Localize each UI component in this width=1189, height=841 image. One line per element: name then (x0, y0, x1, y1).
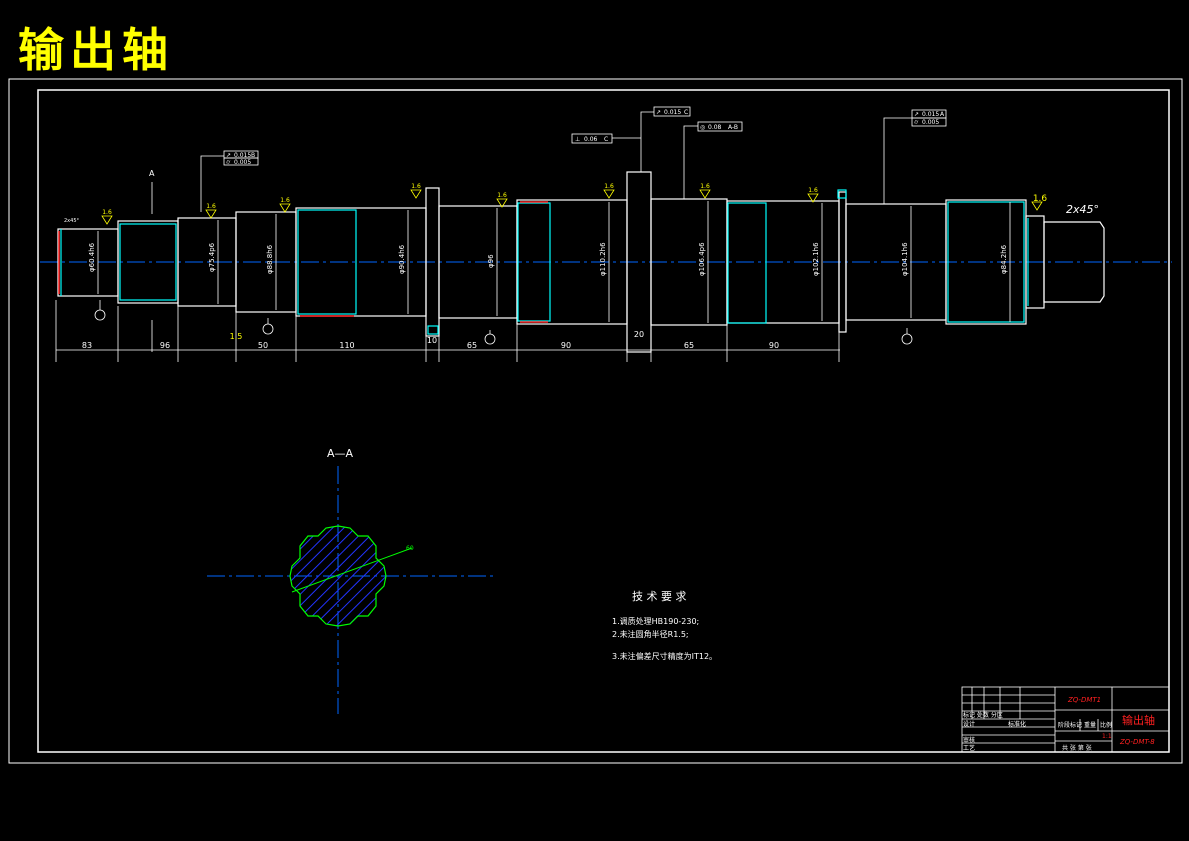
dia-label-3: φ88.8h6 (266, 244, 274, 274)
tol-symbol-4: ↗ (656, 109, 661, 116)
tb-stage: 阶段标记 (1058, 721, 1082, 729)
dia-label-2: φ75.4p6 (208, 242, 216, 272)
tol-value-3: 0.06 (584, 136, 598, 143)
len-label-11: 90 (769, 341, 779, 350)
roughness-6: 1.6 (604, 183, 614, 190)
dia-label-6: φ110.2h6 (599, 242, 607, 276)
roughness-5: 1.6 (497, 192, 507, 199)
tb-marks: 标记 处数 分区 (963, 711, 1003, 719)
tolerance-leaders (200, 106, 947, 212)
roughness-9: 1.6 (1033, 194, 1048, 204)
tol-symbol-6: ↗ (914, 111, 919, 118)
tech-item-3: 3.未注偏差尺寸精度为IT12。 (612, 651, 717, 661)
tb-checker: 审核 (963, 736, 975, 744)
tol-symbol-7: ⌭ (914, 119, 919, 126)
tol-datum-5: A-B (728, 124, 738, 131)
tol-value-5: 0.08 (708, 124, 722, 131)
section-leader-value: 60 (406, 545, 414, 552)
roughness-7: 1.6 (700, 183, 710, 190)
len-label-10: 65 (684, 341, 694, 350)
tol-value-7: 0.005 (922, 119, 939, 126)
chamfer-right-label: 2x45° (1066, 203, 1099, 216)
page-title: 输出轴 (18, 23, 174, 77)
red-details (58, 201, 548, 323)
tol-datum-6: A (940, 111, 945, 118)
tb-company: ZQ-DMT1 (1067, 696, 1101, 704)
tb-weight: 重量 (1084, 721, 1096, 729)
section-mark-top: A (149, 169, 155, 178)
dia-label-5: φ96 (487, 254, 495, 268)
roughness-2: 1.6 (206, 203, 216, 210)
tol-symbol-3: ⊥ (575, 136, 580, 143)
tb-process: 工艺 (963, 744, 975, 752)
tol-value-1: 0.015 (234, 152, 251, 159)
diameter-dimensions (97, 201, 1011, 323)
roughness-symbols (101, 189, 1043, 225)
tb-standard: 标准化 (1008, 720, 1026, 728)
len-label-3: 1.5 (230, 332, 243, 341)
dia-label-9: φ104.1h6 (901, 242, 909, 276)
dia-label-8: φ102.1h6 (812, 242, 820, 276)
tol-symbol-1: ↗ (226, 152, 231, 159)
shaft-outline (57, 171, 1105, 353)
len-label-2: 96 (160, 341, 170, 350)
section-leader (291, 547, 413, 593)
dia-label-7: φ106.4p6 (698, 242, 706, 276)
section-label: A—A (327, 447, 354, 460)
len-label-5: 110 (339, 341, 354, 350)
len-label-7: 65 (467, 341, 477, 350)
outer-border (8, 78, 1183, 764)
dia-label-10: φ84.2h6 (1000, 244, 1008, 274)
tol-value-4: 0.015 (664, 109, 681, 116)
title-block (961, 686, 1170, 753)
tb-part-name: 输出轴 (1122, 713, 1155, 727)
tol-symbol-5: ◎ (700, 124, 705, 131)
tol-symbol-2: ⌭ (226, 159, 231, 166)
tech-item-2: 2.未注圆角半径R1.5; (612, 629, 689, 639)
roughness-8: 1.6 (808, 187, 818, 194)
dia-label-1: φ60.4h6 (88, 242, 96, 272)
tol-value-6: 0.015 (922, 111, 939, 118)
tol-value-2: 0.005 (234, 159, 251, 166)
len-label-4: 50 (258, 341, 268, 350)
len-label-8: 90 (561, 341, 571, 350)
tol-datum-1: B (251, 152, 255, 159)
len-label-6: 10 (427, 336, 437, 345)
tech-heading: 技 术 要 求 (632, 590, 687, 603)
tb-drawing-no: ZQ-DMT-8 (1119, 738, 1155, 746)
inner-border (37, 89, 1170, 753)
cyan-details (60, 189, 1029, 335)
tech-item-1: 1.调质处理HB190-230; (612, 616, 699, 626)
tb-scale: 比例 (1100, 721, 1112, 729)
roughness-3: 1.6 (280, 197, 290, 204)
tb-designer: 设计 (963, 720, 975, 728)
tol-datum-4: C (684, 109, 688, 116)
roughness-4: 1.6 (411, 183, 421, 190)
len-label-1: 83 (82, 341, 92, 350)
spline-section (289, 525, 387, 627)
length-dimensions (55, 300, 840, 362)
tb-scale-value: 1:1 (1102, 733, 1112, 740)
tol-datum-3: C (604, 136, 608, 143)
dia-label-4: φ90.4h6 (398, 244, 406, 274)
datum-markers (94, 300, 913, 345)
tb-sheets: 共 张 第 张 (1062, 744, 1092, 752)
chamfer-left-label: 2x45° (64, 218, 80, 224)
len-label-9: 20 (634, 330, 644, 339)
roughness-1: 1.6 (102, 209, 112, 216)
